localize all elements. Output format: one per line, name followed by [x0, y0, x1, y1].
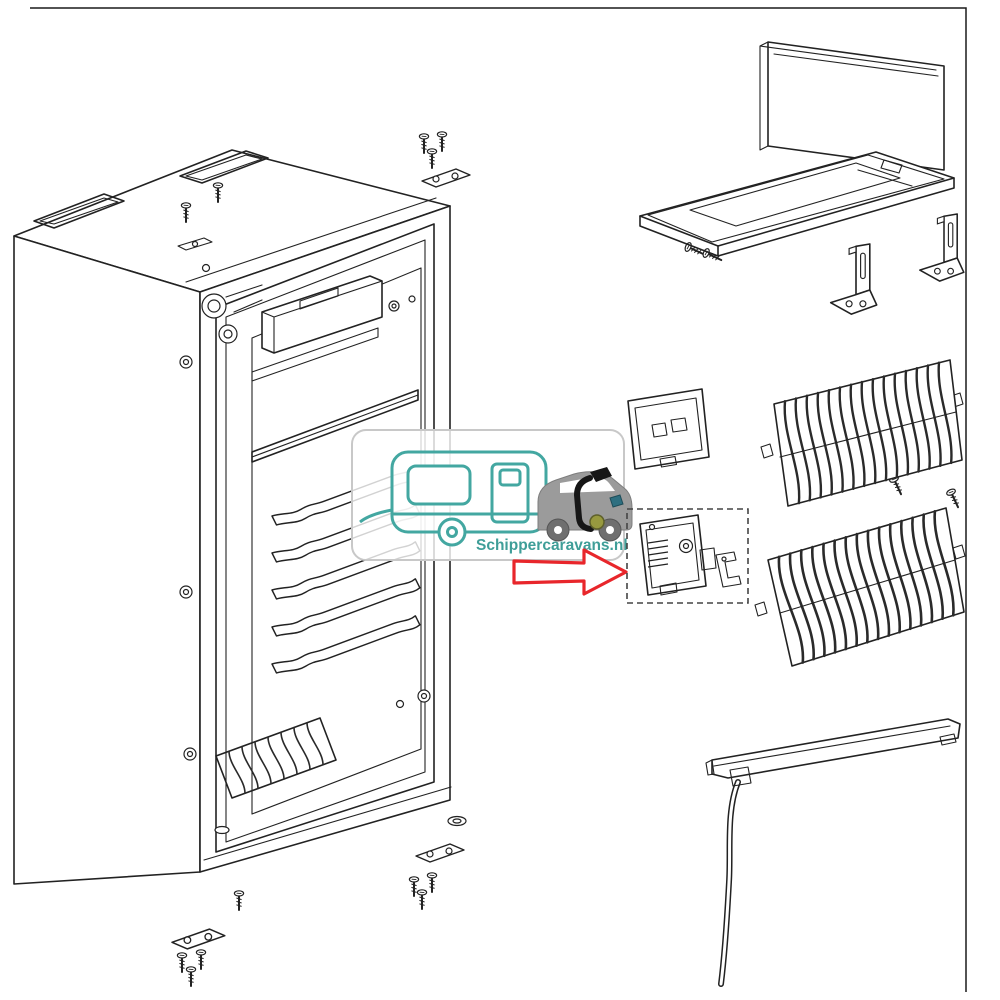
watermark: Schippercaravans.nl	[351, 429, 633, 561]
pointer-arrow	[512, 548, 628, 596]
support-bracket-left	[829, 243, 878, 315]
vent-grille-upper	[760, 359, 964, 507]
support-bracket-right	[919, 213, 965, 282]
flue-baffle	[705, 718, 961, 779]
wire-shelf	[251, 389, 419, 463]
drain-tube	[718, 766, 752, 987]
clip-part	[715, 551, 742, 588]
fridge-cabinet	[13, 149, 452, 885]
cooling-pipes	[201, 284, 263, 344]
watermark-text: Schippercaravans.nl	[476, 537, 628, 554]
top-cover-assembly	[639, 41, 965, 315]
mounting-brackets	[171, 168, 471, 950]
control-panel-part	[627, 388, 710, 470]
top-vent-cutouts	[33, 150, 269, 229]
vent-grille-lower	[754, 507, 966, 667]
back-panel	[759, 41, 945, 171]
top-tray	[639, 151, 955, 257]
freezer-compartment	[261, 275, 383, 354]
screw-holes	[179, 295, 431, 761]
highlighted-part-group	[626, 508, 749, 604]
image-border	[30, 7, 967, 992]
thermostat-part	[639, 514, 717, 596]
bottom-grate	[215, 717, 337, 799]
selection-dashed-box	[626, 508, 749, 604]
watermark-vehicle-icon	[537, 471, 633, 542]
watermark-caravan-icon	[359, 450, 548, 547]
lever-bracket-part	[573, 467, 624, 532]
hinge-bracket	[177, 237, 213, 251]
drip-shelf	[251, 327, 379, 382]
